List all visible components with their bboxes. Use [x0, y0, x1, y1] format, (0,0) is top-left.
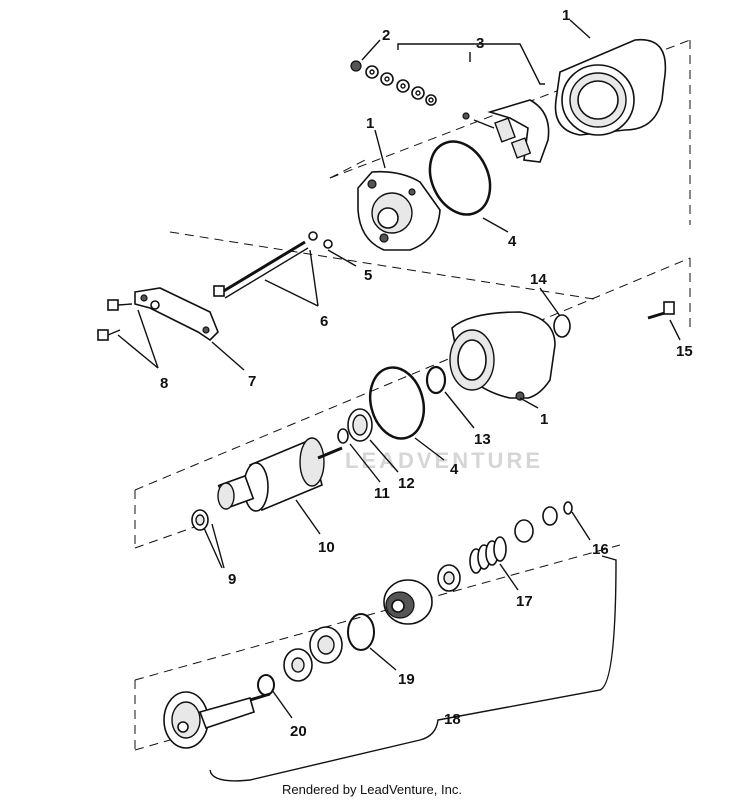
- pinion-gear: [383, 579, 433, 625]
- callout-18: 18: [444, 711, 461, 728]
- drive-assembly: [163, 691, 271, 749]
- bushing-9: [191, 509, 209, 531]
- callout-4-top: 4: [508, 233, 517, 250]
- callout-15: 15: [676, 343, 693, 360]
- washer-16a: [542, 506, 558, 526]
- footer-credit: Rendered by LeadVenture, Inc.: [282, 782, 462, 797]
- callout-2: 2: [382, 27, 390, 44]
- bushing-drive: [437, 564, 461, 592]
- snap-ring-20: [257, 674, 275, 696]
- washer-set: [350, 60, 437, 106]
- clutch-retainer: [309, 626, 343, 664]
- drive-end-housing: [449, 311, 556, 401]
- callout-5: 5: [364, 267, 372, 284]
- callout-1-drive-housing: 1: [540, 411, 548, 428]
- o-ring-small-5: [323, 239, 333, 249]
- starter-yoke-housing: [554, 38, 667, 136]
- callout-3: 3: [476, 35, 484, 52]
- through-bolts: [213, 240, 309, 299]
- leader-lines: [117, 19, 681, 782]
- washer-5: [308, 231, 318, 241]
- callout-4-middle: 4: [450, 461, 459, 478]
- callout-6: 6: [320, 313, 328, 330]
- armature: [217, 437, 343, 512]
- bracket-bolts: [97, 299, 160, 341]
- o-ring-19: [347, 613, 375, 651]
- callout-9: 9: [228, 571, 236, 588]
- rear-end-cover: [357, 170, 441, 251]
- callout-10: 10: [318, 539, 335, 556]
- callout-14: 14: [530, 271, 547, 288]
- section-frame-middle: [134, 231, 691, 549]
- callout-12: 12: [398, 475, 415, 492]
- callout-16: 16: [592, 541, 609, 558]
- bolt-15: [647, 301, 675, 320]
- watermark-text: LEADVENTURE: [345, 448, 543, 473]
- ring-11: [337, 428, 349, 444]
- mounting-bracket: [134, 287, 219, 342]
- callout-20: 20: [290, 723, 307, 740]
- brush-holder-assembly: [462, 99, 550, 163]
- bearing-12: [347, 408, 373, 442]
- clutch-plate: [283, 648, 313, 682]
- callout-1-cover: 1: [366, 115, 374, 132]
- o-ring-4-middle: [368, 366, 426, 440]
- section-frame-bottom: [134, 544, 621, 751]
- callout-19: 19: [398, 671, 415, 688]
- callout-7: 7: [248, 373, 256, 390]
- callout-labels: 1 2 3 1 4 5 6 7 8 14 15 1 13 4 12 11 10 …: [160, 7, 693, 740]
- o-ring-top: [428, 140, 492, 216]
- collar: [514, 519, 534, 543]
- callout-17: 17: [516, 593, 533, 610]
- callout-13: 13: [474, 431, 491, 448]
- callout-1-yoke: 1: [562, 7, 570, 24]
- washer-14: [553, 314, 571, 338]
- spring-17: [469, 536, 507, 574]
- callout-8: 8: [160, 375, 168, 392]
- callout-11: 11: [374, 485, 390, 502]
- o-ring-13: [425, 365, 447, 395]
- ring-16: [563, 501, 573, 515]
